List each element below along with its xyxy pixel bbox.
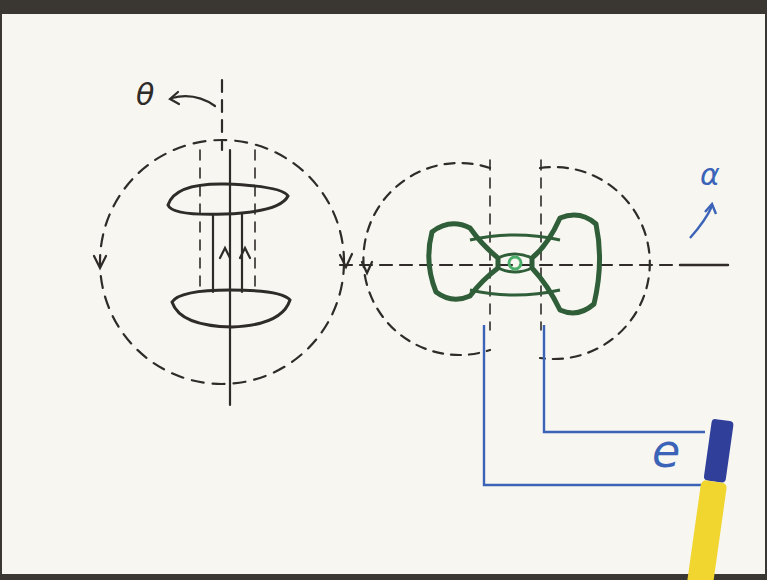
field-arrow (240, 248, 250, 258)
shaft-line (212, 214, 214, 292)
shaft-line (254, 150, 256, 292)
angle-label: α (700, 160, 720, 190)
marker-cap (703, 419, 733, 483)
axis-line (229, 150, 231, 405)
rotor-center (509, 257, 521, 269)
rotation-circle (100, 140, 344, 384)
direction-arrow (362, 262, 372, 273)
rotor-arm (470, 235, 560, 295)
electrode-plate (172, 290, 290, 327)
field-arrow (220, 248, 230, 258)
marker-body (686, 480, 727, 580)
reference-line (680, 264, 728, 266)
wire (544, 325, 705, 432)
whiteboard (2, 14, 765, 574)
angle-label: θ (136, 80, 154, 110)
axis-line (489, 160, 491, 330)
shaft-line (199, 150, 201, 292)
signal-name: e (652, 428, 680, 474)
marker-pen (686, 418, 736, 580)
angle-arrow (705, 204, 716, 214)
electrode-plate (168, 184, 288, 214)
rotor-vane (532, 215, 600, 313)
axis-line (221, 80, 223, 150)
angle-arrow (170, 92, 179, 104)
rotor-vane (429, 224, 498, 299)
angle-arrow (690, 206, 712, 238)
wire (484, 325, 705, 485)
rotor-hub (498, 254, 532, 272)
direction-arrow (94, 256, 106, 268)
rotation-circle (540, 167, 650, 359)
